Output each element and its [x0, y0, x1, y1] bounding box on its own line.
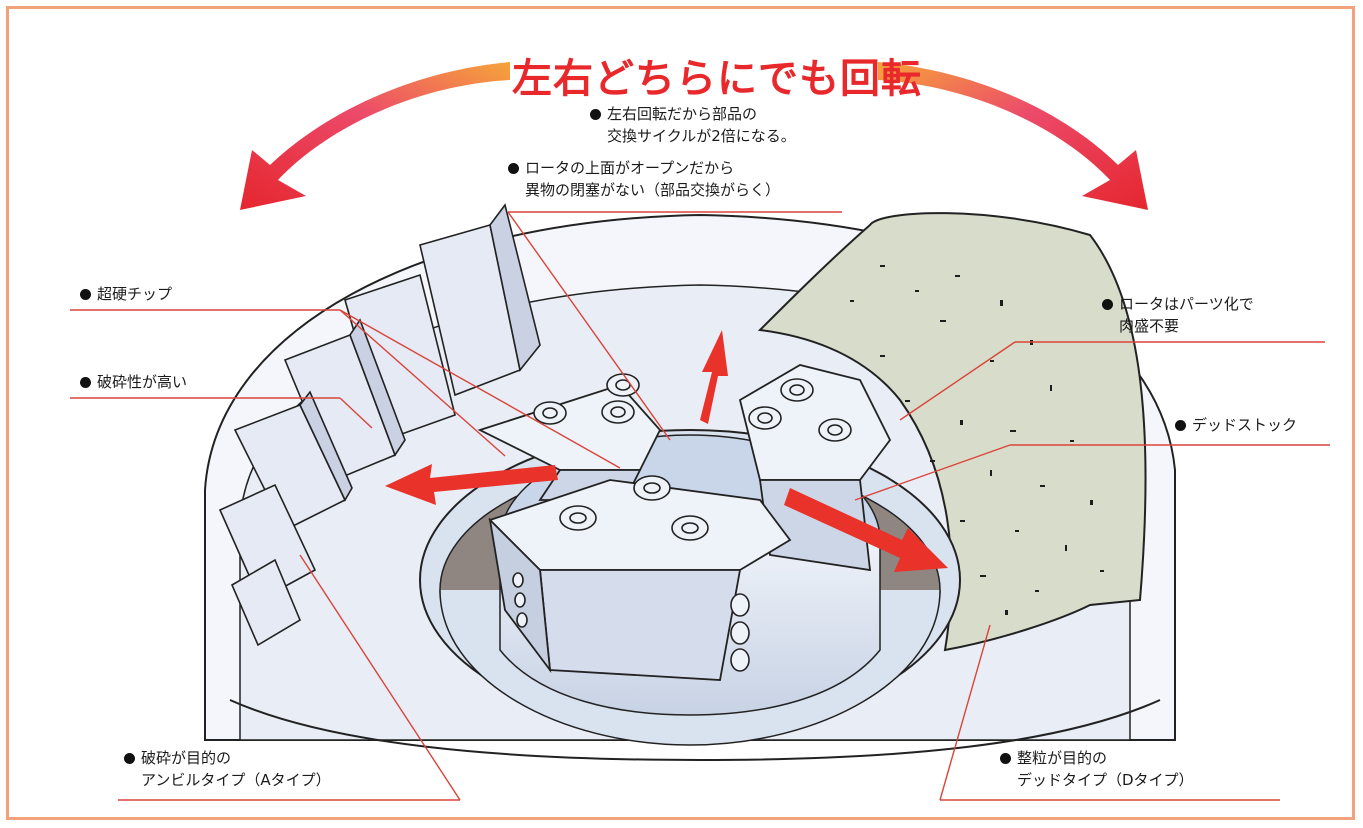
note-anvil-type-line1: 破砕が目的の [141, 749, 232, 767]
note-rotation: 左右回転だから部品の 交換サイクルが2倍になる。 [590, 103, 796, 147]
bullet-icon [1000, 753, 1011, 764]
bullet-icon [80, 377, 91, 388]
note-crushability: 破砕性が高い [80, 371, 187, 393]
bullet-icon [590, 109, 601, 120]
note-dead-type: 整粒が目的の デッドタイプ（Dタイプ） [1000, 747, 1194, 791]
anvil-blocks [218, 203, 541, 647]
note-rotor-parts-line2: 肉盛不要 [1119, 317, 1180, 335]
rotor-bolts [512, 373, 852, 672]
note-rotor-parts: ロータはパーツ化で 肉盛不要 [1102, 293, 1254, 337]
flow-arrows [385, 330, 948, 572]
note-rotor-parts-line1: ロータはパーツ化で [1119, 295, 1254, 313]
note-dead-stock: デッドストック [1175, 414, 1297, 436]
bullet-icon [1102, 299, 1113, 310]
curved-arrow-left [240, 62, 510, 210]
leader-lines [70, 211, 1330, 801]
note-open-top: ロータの上面がオープンだから 異物の閉塞がない（部品交換がらく） [508, 157, 780, 201]
note-rotation-line1: 左右回転だから部品の [607, 105, 758, 123]
bullet-icon [80, 289, 91, 300]
curved-arrow-right [878, 62, 1148, 210]
note-crushability-line1: 破砕性が高い [97, 373, 188, 391]
note-anvil-type-line2: アンビルタイプ（Aタイプ） [141, 771, 331, 789]
note-carbide-tip-line1: 超硬チップ [97, 285, 173, 303]
diagram-title: 左右どちらにでも回転 [512, 56, 922, 102]
note-rotation-line2: 交換サイクルが2倍になる。 [607, 127, 796, 145]
note-anvil-type: 破砕が目的の アンビルタイプ（Aタイプ） [124, 747, 331, 791]
note-open-top-line1: ロータの上面がオープンだから [525, 159, 735, 177]
note-dead-stock-line1: デッドストック [1192, 416, 1298, 434]
bullet-icon [1175, 420, 1186, 431]
bullet-icon [124, 753, 135, 764]
note-dead-type-line2: デッドタイプ（Dタイプ） [1017, 771, 1194, 789]
note-open-top-line2: 異物の閉塞がない（部品交換がらく） [525, 181, 781, 199]
note-dead-type-line1: 整粒が目的の [1017, 749, 1108, 767]
note-carbide-tip: 超硬チップ [80, 283, 172, 305]
bullet-icon [508, 163, 519, 174]
